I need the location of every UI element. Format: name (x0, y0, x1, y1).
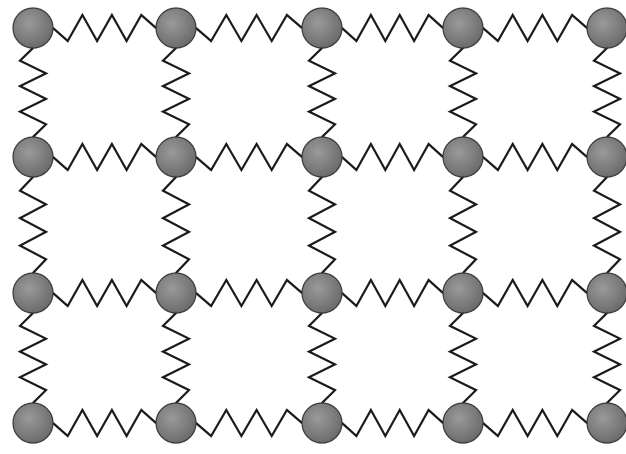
mass-node (156, 8, 196, 48)
spring-horizontal (463, 410, 607, 436)
mass-node (13, 273, 53, 313)
spring-horizontal (463, 15, 607, 41)
spring-horizontal (176, 15, 322, 41)
mass-node (302, 8, 342, 48)
spring-horizontal (322, 144, 463, 170)
mass-node (156, 273, 196, 313)
mass-node (302, 403, 342, 443)
mass-node (13, 137, 53, 177)
mass-node (443, 8, 483, 48)
spring-horizontal (322, 15, 463, 41)
mass-node (587, 403, 626, 443)
mass-node (302, 137, 342, 177)
spring-horizontal (322, 280, 463, 306)
spring-horizontal (176, 144, 322, 170)
mass-node (587, 8, 626, 48)
mass-node (13, 8, 53, 48)
masses-layer (13, 8, 626, 443)
spring-horizontal (322, 410, 463, 436)
spring-horizontal (176, 280, 322, 306)
mass-node (587, 137, 626, 177)
mass-node (156, 137, 196, 177)
spring-horizontal (463, 280, 607, 306)
mass-node (13, 403, 53, 443)
spring-horizontal (33, 280, 176, 306)
mass-node (587, 273, 626, 313)
spring-horizontal (463, 144, 607, 170)
springs-layer (20, 15, 620, 436)
spring-horizontal (33, 144, 176, 170)
spring-horizontal (33, 15, 176, 41)
mass-node (443, 403, 483, 443)
spring-horizontal (33, 410, 176, 436)
mass-node (443, 137, 483, 177)
spring-horizontal (176, 410, 322, 436)
mass-node (156, 403, 196, 443)
mass-node (302, 273, 342, 313)
mass-node (443, 273, 483, 313)
